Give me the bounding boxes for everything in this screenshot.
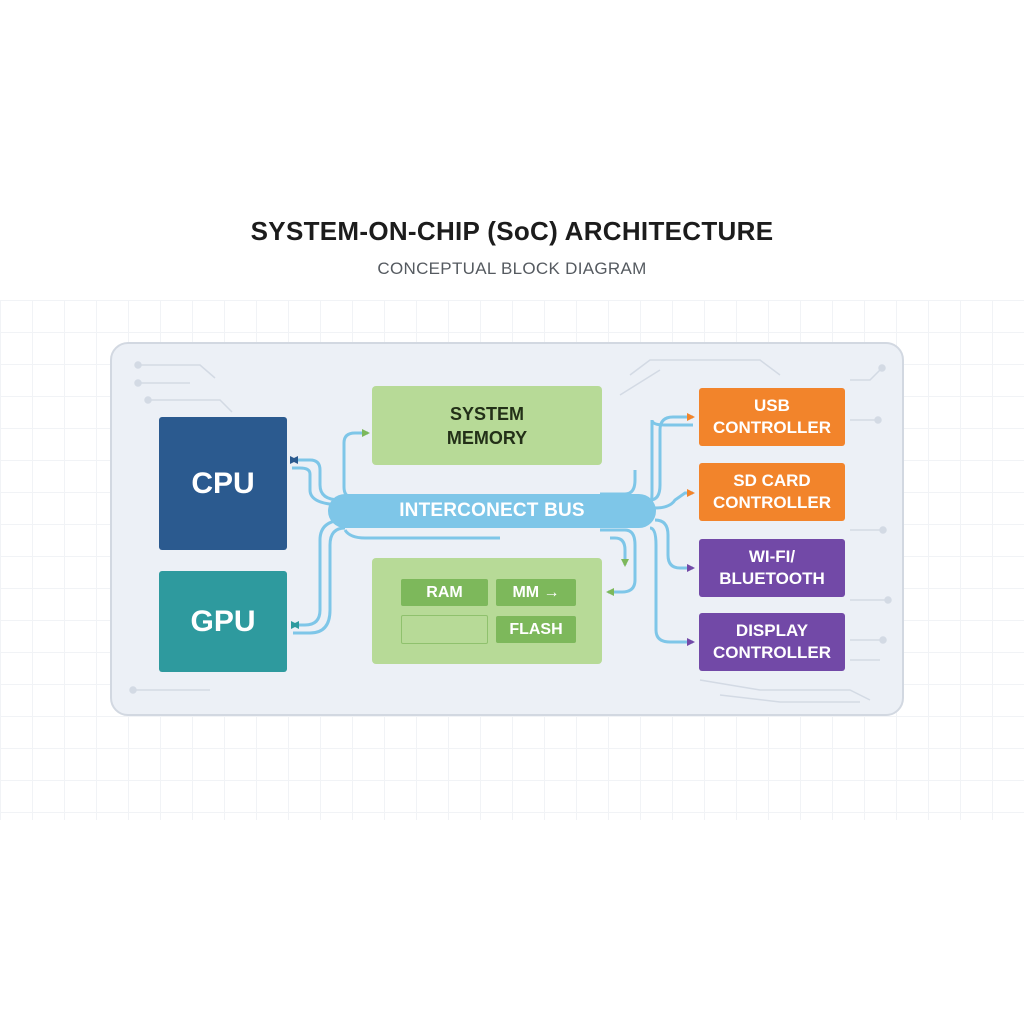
display-controller-block: DISPLAY CONTROLLER (699, 613, 845, 671)
display-label-line1: DISPLAY (735, 621, 809, 640)
sd-label-line2: CONTROLLER (712, 493, 832, 512)
empty-memory-slot (401, 615, 488, 644)
sd-card-controller-block: SD CARD CONTROLLER (699, 463, 845, 521)
mm-chip: MM → (496, 579, 576, 606)
system-memory-label-line2: MEMORY (446, 427, 528, 448)
wifi-label-line1: WI-FI/ (748, 547, 796, 566)
diagram-subtitle: CONCEPTUAL BLOCK DIAGRAM (377, 259, 647, 278)
gpu-block: GPU (159, 571, 287, 672)
system-memory-block: SYSTEM MEMORY (372, 386, 602, 465)
wifi-bluetooth-block: WI-FI/ BLUETOOTH (699, 539, 845, 597)
ram-chip: RAM (401, 579, 488, 606)
system-memory-label-line1: SYSTEM (449, 403, 524, 424)
interconnect-bus: INTERCONECT BUS (328, 494, 656, 528)
flash-chip: FLASH (496, 616, 576, 643)
usb-label-line2: CONTROLLER (712, 418, 832, 437)
wifi-label-line2: BLUETOOTH (719, 569, 825, 588)
usb-controller-block: USB CONTROLLER (699, 388, 845, 446)
display-label-line2: CONTROLLER (712, 643, 832, 662)
sd-label-line1: SD CARD (733, 471, 811, 490)
diagram-title: SYSTEM-ON-CHIP (SoC) ARCHITECTURE (250, 216, 774, 246)
cpu-block: CPU (159, 417, 287, 550)
usb-label-line1: USB (754, 396, 790, 415)
memory-group-block (372, 558, 602, 664)
